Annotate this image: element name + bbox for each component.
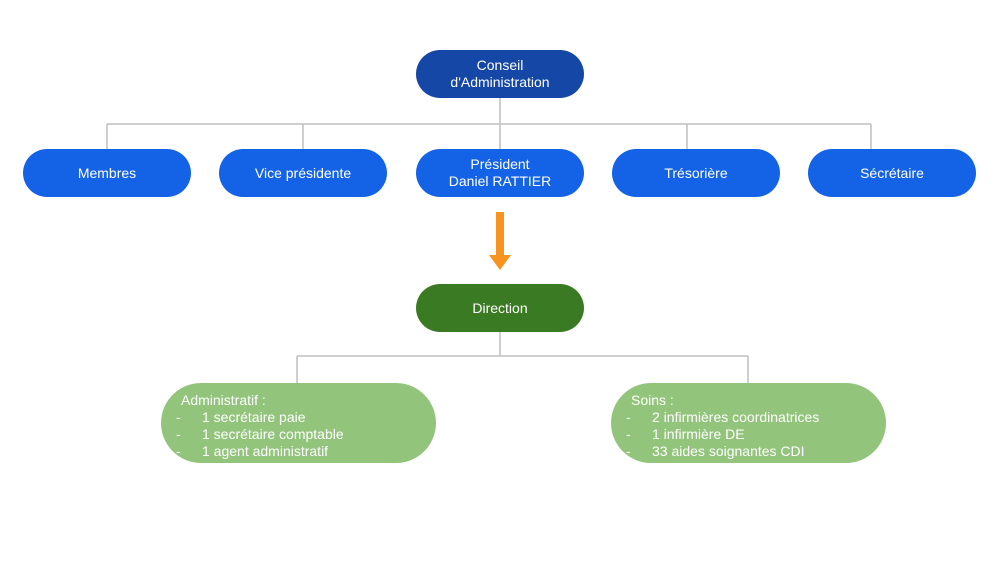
tresoriere-node: Trésorière: [612, 149, 780, 197]
list-item-text: 33 aides soignantes CDI: [652, 443, 805, 459]
soins-node: Soins : - 2 infirmières coordinatrices -…: [611, 383, 886, 463]
board-label-line1: Conseil: [476, 57, 524, 73]
board-label-line2: d'Administration: [450, 74, 550, 90]
bullet-dash: -: [626, 443, 631, 459]
administratif-title: Administratif :: [181, 392, 266, 408]
soins-title: Soins :: [631, 392, 674, 408]
list-item-text: 1 infirmière DE: [652, 426, 745, 442]
members-label: Membres: [77, 164, 137, 181]
list-item-text: 2 infirmières coordinatrices: [652, 409, 820, 425]
members-node: Membres: [23, 149, 191, 197]
list-item: - 1 infirmière DE: [626, 426, 819, 443]
tresoriere-label: Trésorière: [664, 164, 728, 181]
list-item: - 1 secrétaire paie: [176, 409, 344, 426]
president-node: Président Daniel RATTIER: [416, 149, 584, 197]
president-name: Daniel RATTIER: [448, 173, 552, 189]
list-item-text: 1 agent administratif: [202, 443, 329, 459]
bullet-dash: -: [176, 409, 181, 425]
administratif-list: - 1 secrétaire paie - 1 secrétaire compt…: [176, 409, 344, 460]
bullet-dash: -: [626, 409, 631, 425]
board-node: Conseil d'Administration: [416, 50, 584, 98]
list-item: - 33 aides soignantes CDI: [626, 443, 819, 460]
vice-presidente-label: Vice présidente: [254, 164, 352, 181]
vice-presidente-node: Vice présidente: [219, 149, 387, 197]
list-item-text: 1 secrétaire comptable: [202, 426, 344, 442]
list-item-text: 1 secrétaire paie: [202, 409, 306, 425]
list-item: - 1 secrétaire comptable: [176, 426, 344, 443]
direction-label: Direction: [472, 299, 528, 316]
president-title: Président: [470, 156, 530, 172]
bullet-dash: -: [176, 426, 181, 442]
administratif-node: Administratif : - 1 secrétaire paie - 1 …: [161, 383, 436, 463]
secretaire-node: Sécrétaire: [808, 149, 976, 197]
soins-list: - 2 infirmières coordinatrices - 1 infir…: [626, 409, 820, 460]
bullet-dash: -: [626, 426, 631, 442]
down-arrow: [489, 212, 511, 270]
bullet-dash: -: [176, 443, 181, 459]
secretaire-label: Sécrétaire: [860, 164, 924, 181]
direction-node: Direction: [416, 284, 584, 332]
list-item: - 2 infirmières coordinatrices: [626, 409, 820, 426]
list-item: - 1 agent administratif: [176, 443, 344, 460]
